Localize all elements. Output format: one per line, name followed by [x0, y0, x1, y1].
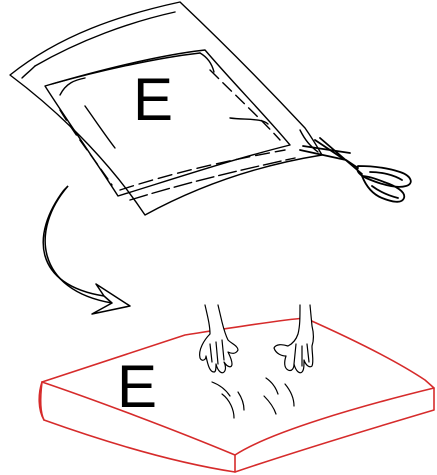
- vacuum-bag-icon: [9, 1, 323, 216]
- bag-label: E: [133, 66, 174, 133]
- expansion-lines-icon: [211, 377, 295, 419]
- hands-icon: [199, 304, 315, 374]
- mattress-icon: [38, 317, 435, 473]
- mattress-label: E: [117, 353, 158, 420]
- scissors-icon: [299, 137, 412, 203]
- curved-arrow-icon: [42, 185, 131, 315]
